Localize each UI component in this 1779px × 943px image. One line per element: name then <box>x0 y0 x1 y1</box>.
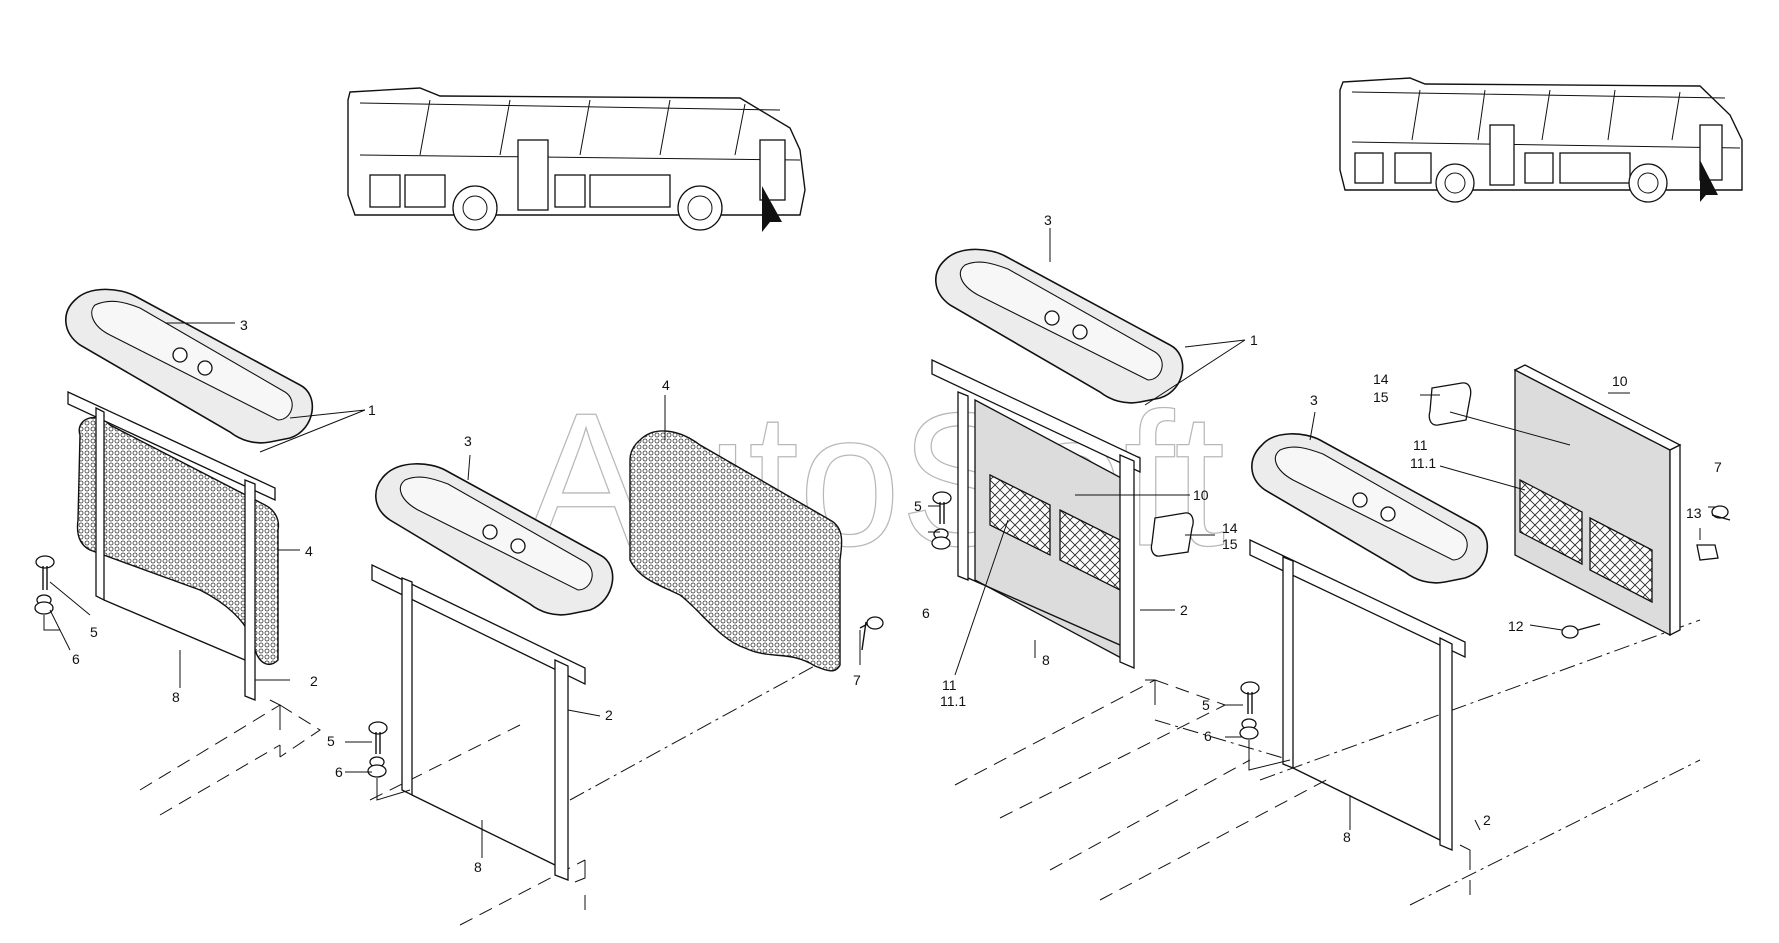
callout-3-far-right: 3 <box>1310 392 1318 408</box>
callout-2-right: 2 <box>1180 602 1188 618</box>
callout-3-left: 3 <box>240 317 248 333</box>
callout-12-far-right: 12 <box>1508 618 1524 634</box>
callout-5-right: 5 <box>914 498 922 514</box>
callout-4-left: 4 <box>305 543 313 559</box>
coach-illustration-right <box>1339 77 1743 203</box>
callout-8-center: 8 <box>474 859 482 875</box>
callout-5-far-right: 5 <box>1202 697 1210 713</box>
callout-1-right: 1 <box>1250 332 1258 348</box>
callout-14-far-right: 14 <box>1373 371 1389 387</box>
callout-1-left: 1 <box>368 402 376 418</box>
callout-8-left: 8 <box>172 689 180 705</box>
assembly-left: 3 1 4 5 6 8 2 <box>34 288 376 816</box>
callout-4-center: 4 <box>662 377 670 393</box>
callout-7-far-right: 7 <box>1714 459 1722 475</box>
callout-8-far-right: 8 <box>1343 829 1351 845</box>
assembly-far-right: 3 14 15 10 11 11.1 7 13 12 5 6 8 2 <box>1049 364 1731 906</box>
callout-5-left: 5 <box>90 624 98 640</box>
callout-2-far-right: 2 <box>1483 812 1491 828</box>
callout-10-far-right: 10 <box>1612 373 1628 389</box>
callout-6-right: 6 <box>922 605 930 621</box>
callout-2-left: 2 <box>310 673 318 689</box>
callout-14-right: 14 <box>1222 520 1238 536</box>
coach-illustration-left <box>347 87 806 232</box>
assembly-right: 3 1 5 6 10 14 15 2 11 11.1 8 <box>914 212 1291 819</box>
callout-6-center: 6 <box>335 764 343 780</box>
callout-10-right: 10 <box>1193 487 1209 503</box>
callout-3-center: 3 <box>464 433 472 449</box>
callout-11-right: 11 <box>942 677 957 693</box>
callout-2-center: 2 <box>605 707 613 723</box>
callout-11-1-right: 11.1 <box>940 693 966 709</box>
callout-5-center: 5 <box>327 733 335 749</box>
callout-11-1-far-right: 11.1 <box>1410 455 1436 471</box>
callout-7-center: 7 <box>853 672 861 688</box>
assembly-center: 3 2 5 6 8 4 7 <box>327 377 884 926</box>
callout-6-left: 6 <box>72 651 80 667</box>
callout-3-right: 3 <box>1044 212 1052 228</box>
callout-8-right: 8 <box>1042 652 1050 668</box>
callout-15-far-right: 15 <box>1373 389 1389 405</box>
callout-6-far-right: 6 <box>1204 728 1212 744</box>
callout-11-far-right: 11 <box>1413 437 1428 453</box>
callout-15-right: 15 <box>1222 536 1238 552</box>
callout-13-far-right: 13 <box>1686 505 1702 521</box>
